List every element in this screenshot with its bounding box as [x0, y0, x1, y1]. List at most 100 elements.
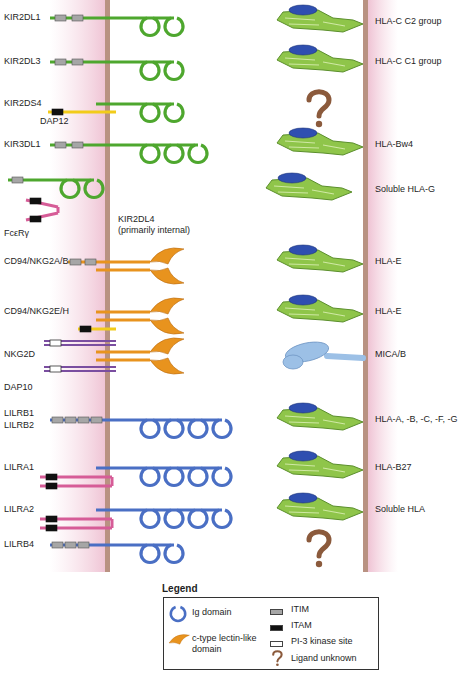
label-text: LILRA2: [4, 504, 34, 515]
ig-domain: [213, 420, 231, 437]
hla-molecule: [277, 403, 363, 430]
hla-molecule: [277, 493, 363, 520]
label-text: FcεRγ: [4, 228, 29, 239]
legend-swatch: [270, 641, 283, 647]
unknown-ligand-mark: [309, 92, 329, 127]
itim-motif: [78, 542, 89, 548]
label-text: LILRA1: [4, 462, 34, 473]
lectin-domain: [150, 298, 184, 314]
itim-motif: [12, 177, 23, 183]
label-text: KIR2DL4: [118, 214, 155, 225]
label-text: CD94/NKG2E/H: [4, 306, 69, 317]
label-text: KIR2DL3: [4, 56, 41, 67]
ig-domain: [141, 104, 159, 121]
kir-receptor: [50, 142, 207, 162]
itam-motif: [30, 198, 41, 204]
hla-molecule: [266, 173, 352, 200]
hla-molecule: [277, 128, 363, 155]
ig-domain: [189, 468, 207, 485]
ig-domain: [189, 420, 207, 437]
lectin-domain-sample: [169, 635, 189, 645]
legend-text: Ig domain: [192, 607, 232, 618]
lilr-receptor: [50, 542, 183, 562]
ig-domain: [141, 468, 159, 485]
label-text: DAP12: [40, 116, 69, 127]
ig-domain: [85, 180, 103, 197]
hla-molecule: [277, 295, 363, 322]
legend-frame: [164, 598, 379, 670]
itam-motif: [80, 326, 91, 332]
mic-head: [283, 355, 303, 369]
lilr-receptor: [40, 468, 231, 489]
itam-motif: [46, 483, 57, 489]
itim-motif: [65, 542, 76, 548]
lilr-receptor: [50, 417, 231, 437]
itam-motif: [46, 516, 57, 522]
legend-text: ITIM: [291, 604, 309, 615]
ig-domain: [165, 104, 183, 121]
label-text: MICA/B: [375, 349, 406, 360]
legend-title: Legend: [162, 583, 198, 594]
label-text: Soluble HLA: [375, 504, 425, 515]
hla-molecule: [277, 5, 363, 32]
ig-domain: [141, 510, 159, 527]
lectin-receptor: [68, 248, 184, 284]
itim-motif: [72, 15, 83, 21]
ig-domain: [165, 468, 183, 485]
legend-swatch: [270, 625, 283, 631]
ig-domain: [213, 510, 231, 527]
dap10-chain: [44, 341, 116, 371]
legend-box: [164, 598, 379, 670]
hla-molecule: [277, 245, 363, 272]
ig-domain: [141, 145, 159, 162]
legend-swatch: [270, 609, 283, 615]
itim-motif: [72, 59, 83, 65]
label-text: NKG2D: [4, 349, 35, 360]
lectin-domain: [150, 338, 184, 354]
lilr-receptor: [40, 510, 231, 531]
ig-domain: [189, 510, 207, 527]
ig-domain: [141, 545, 159, 562]
itim-motif: [65, 417, 76, 423]
ig-domain: [141, 18, 159, 35]
itam-motif: [30, 216, 41, 222]
label-text: DAP10: [4, 382, 33, 393]
itam-motif: [46, 474, 57, 480]
mic-molecule: [283, 339, 363, 369]
kir-receptor: [50, 59, 183, 79]
lectin-domain: [150, 248, 184, 264]
kir-receptor: [8, 177, 103, 222]
lectin-domain: [150, 358, 184, 374]
unknown-ligand-mark: [309, 532, 329, 567]
hla-molecule: [277, 451, 363, 478]
lectin-domain: [150, 268, 184, 284]
receptor-chain: [96, 312, 150, 320]
lectin-receptor: [78, 298, 184, 334]
ig-domain: [141, 420, 159, 437]
itim-motif: [72, 142, 83, 148]
itim-motif: [78, 417, 89, 423]
itim-motif: [70, 259, 81, 265]
ig-domain: [61, 180, 79, 197]
pi3-kinase-site: [50, 340, 61, 346]
target-cell-cytoplasm: [368, 0, 398, 572]
pi3-kinase-site: [50, 366, 61, 372]
receptor-chain: [96, 352, 150, 360]
label-text: LILRB1: [4, 408, 34, 419]
ig-domain: [165, 18, 183, 35]
label-text: LILRB4: [4, 539, 34, 550]
itim-motif: [52, 417, 63, 423]
label-text: KIR2DL1: [4, 12, 41, 23]
ligands: [266, 5, 363, 567]
ig-domain-sample: [171, 607, 185, 621]
ig-domain: [165, 145, 183, 162]
ig-domain: [165, 420, 183, 437]
label-text: Soluble HLA-G: [375, 184, 435, 195]
label-text: HLA-E: [375, 256, 402, 267]
label-text: KIR2DS4: [4, 98, 42, 109]
receptor-chain: [96, 103, 174, 106]
label-text: HLA-Bw4: [375, 139, 413, 150]
legend-text: c-type lectin-like domain: [192, 633, 272, 655]
